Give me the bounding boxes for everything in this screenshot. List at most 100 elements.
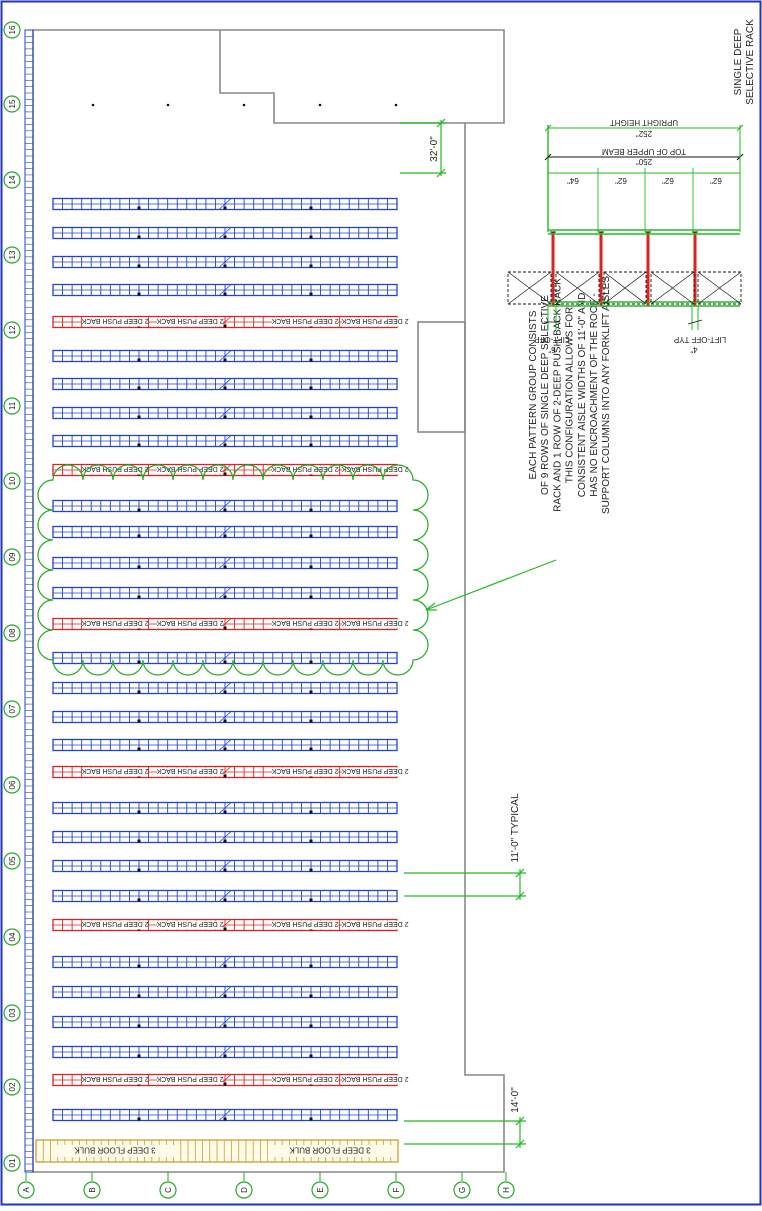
grid-row-marker: 12 — [3, 321, 21, 339]
selective-rack-row — [52, 556, 398, 570]
selective-rack-row — [52, 710, 398, 724]
svg-text:A: A — [22, 1187, 31, 1193]
pushback-label: 2 DEEP PUSH BACK — [341, 767, 409, 774]
detail-title: SINGLE DEEP — [733, 28, 744, 95]
selective-rack-row — [52, 377, 398, 391]
svg-text:04: 04 — [8, 932, 17, 941]
grid-row-marker: 08 — [3, 624, 21, 642]
selective-rack-row — [52, 738, 398, 752]
building-outline — [32, 29, 505, 1173]
note-line: SUPPORT COLUMNS INTO ANY FORKLIFT AISLES — [601, 276, 612, 514]
svg-text:H: H — [502, 1187, 511, 1193]
note-line: RACK AND 1 ROW OF 2-DEEP PUSH-BACK RACK — [552, 278, 563, 512]
dimension-11ft-label: 11'-0" TYPICAL — [510, 793, 521, 862]
svg-text:G: G — [458, 1187, 467, 1193]
liftoff-bottom-value: 4" — [690, 345, 697, 354]
selective-rack-row — [52, 525, 398, 539]
pushback-label: 2 DEEP PUSH BACK — [271, 920, 339, 927]
svg-text:03: 03 — [8, 1008, 17, 1017]
note-line: CONSISTENT AISLE WIDTHS OF 11'-0" AND — [577, 293, 588, 498]
selective-rack-row — [52, 1015, 398, 1029]
grid-row-marker: 16 — [3, 21, 21, 39]
pushback-label: 2 DEEP PUSH BACK — [271, 465, 339, 472]
pushback-label: 2 DEEP PUSH BACK — [156, 619, 224, 626]
selective-rack-row — [52, 830, 398, 844]
liftoff-top-value: 6" — [548, 345, 555, 354]
pushback-label: 2 DEEP PUSH BACK — [156, 465, 224, 472]
svg-text:F: F — [392, 1187, 401, 1192]
grid-column-marker: H — [497, 1172, 515, 1199]
dimension-14ft — [404, 1116, 526, 1149]
svg-text:02: 02 — [8, 1082, 17, 1091]
pushback-label: 2 DEEP PUSH BACK — [81, 767, 149, 774]
svg-text:15: 15 — [8, 99, 17, 108]
pushback-label: 2 DEEP PUSH BACK — [341, 465, 409, 472]
pushback-label: 2 DEEP PUSH BACK — [271, 619, 339, 626]
grid-column-marker: C — [159, 1172, 177, 1199]
svg-text:12: 12 — [8, 325, 17, 334]
svg-text:B: B — [88, 1187, 97, 1192]
office-notch — [219, 30, 465, 124]
grid-row-marker: 15 — [3, 95, 21, 113]
roof-support-columns — [91, 103, 398, 107]
selective-rack-row — [52, 586, 398, 600]
selective-rack-row — [52, 406, 398, 420]
svg-text:14: 14 — [8, 175, 17, 184]
note-line: OF 9 ROWS OF SINGLE DEEP SELECTIVE — [540, 295, 551, 495]
pushback-label: 2 DEEP PUSH BACK — [81, 1075, 149, 1082]
selective-rack-row — [52, 226, 398, 240]
svg-text:06: 06 — [8, 780, 17, 789]
selective-rack-row — [52, 499, 398, 513]
selective-rack-row — [52, 859, 398, 873]
pushback-label: 2 DEEP PUSH BACK — [81, 317, 149, 324]
upright-height-label: UPRIGHT HEIGHT — [610, 118, 678, 127]
pushback-label: 2 DEEP PUSH BACK — [81, 619, 149, 626]
grid-row-marker: 11 — [3, 397, 21, 415]
grid-row-marker: 06 — [3, 776, 21, 794]
pushback-label: 2 DEEP PUSH BACK — [271, 767, 339, 774]
pushback-label: 2 DEEP PUSH BACK — [341, 317, 409, 324]
selective-rack-row — [52, 681, 398, 695]
pushback-label: 2 DEEP PUSH BACK — [341, 619, 409, 626]
svg-text:13: 13 — [8, 250, 17, 259]
grid-row-marker: 14 — [3, 171, 21, 189]
level-height: 62" — [615, 176, 627, 185]
svg-text:C: C — [164, 1187, 173, 1193]
level-height: 62" — [662, 176, 674, 185]
bulk-label: 3 DEEP FLOOR BULK — [74, 1146, 156, 1155]
selective-rack-row — [52, 1045, 398, 1059]
note-leader-arrow — [425, 559, 557, 611]
selective-rack-row — [52, 889, 398, 903]
grid-row-marker: 13 — [3, 246, 21, 264]
svg-text:E: E — [316, 1187, 325, 1192]
grid-row-marker: 05 — [3, 852, 21, 870]
svg-text:16: 16 — [8, 25, 17, 34]
grid-row-marker: 03 — [3, 1004, 21, 1022]
bulk-label: 3 DEEP FLOOR BULK — [289, 1146, 371, 1155]
grid-row-marker: 09 — [3, 548, 21, 566]
pushback-label: 2 DEEP PUSH BACK — [156, 317, 224, 324]
pushback-rack-row: 2 DEEP PUSH BACK 2 DEEP PUSH BACK 2 DEEP P… — [52, 315, 409, 329]
selective-rack-row — [52, 434, 398, 448]
note-line: EACH PATTERN GROUP CONSISTS — [528, 310, 539, 479]
grid-row-marker: 02 — [3, 1078, 21, 1096]
grid-row-marker: 10 — [3, 472, 21, 490]
beam-height-value: 250" — [636, 157, 652, 166]
pushback-label: 2 DEEP PUSH BACK — [156, 1075, 224, 1082]
upright-height-value: 252" — [636, 129, 652, 138]
detail-title: SELECTIVE RACK — [745, 19, 756, 105]
level-height: 64" — [567, 176, 579, 185]
pushback-label: 2 DEEP PUSH BACK — [271, 1075, 339, 1082]
grid-column-marker: G — [453, 1172, 471, 1199]
dimension-32ft — [400, 118, 446, 178]
pushback-label: 2 DEEP PUSH BACK — [156, 920, 224, 927]
grid-column-marker: D — [235, 1172, 253, 1199]
svg-text:05: 05 — [8, 856, 17, 865]
selective-rack-row — [52, 197, 398, 211]
grid-row-marker: 07 — [3, 700, 21, 718]
